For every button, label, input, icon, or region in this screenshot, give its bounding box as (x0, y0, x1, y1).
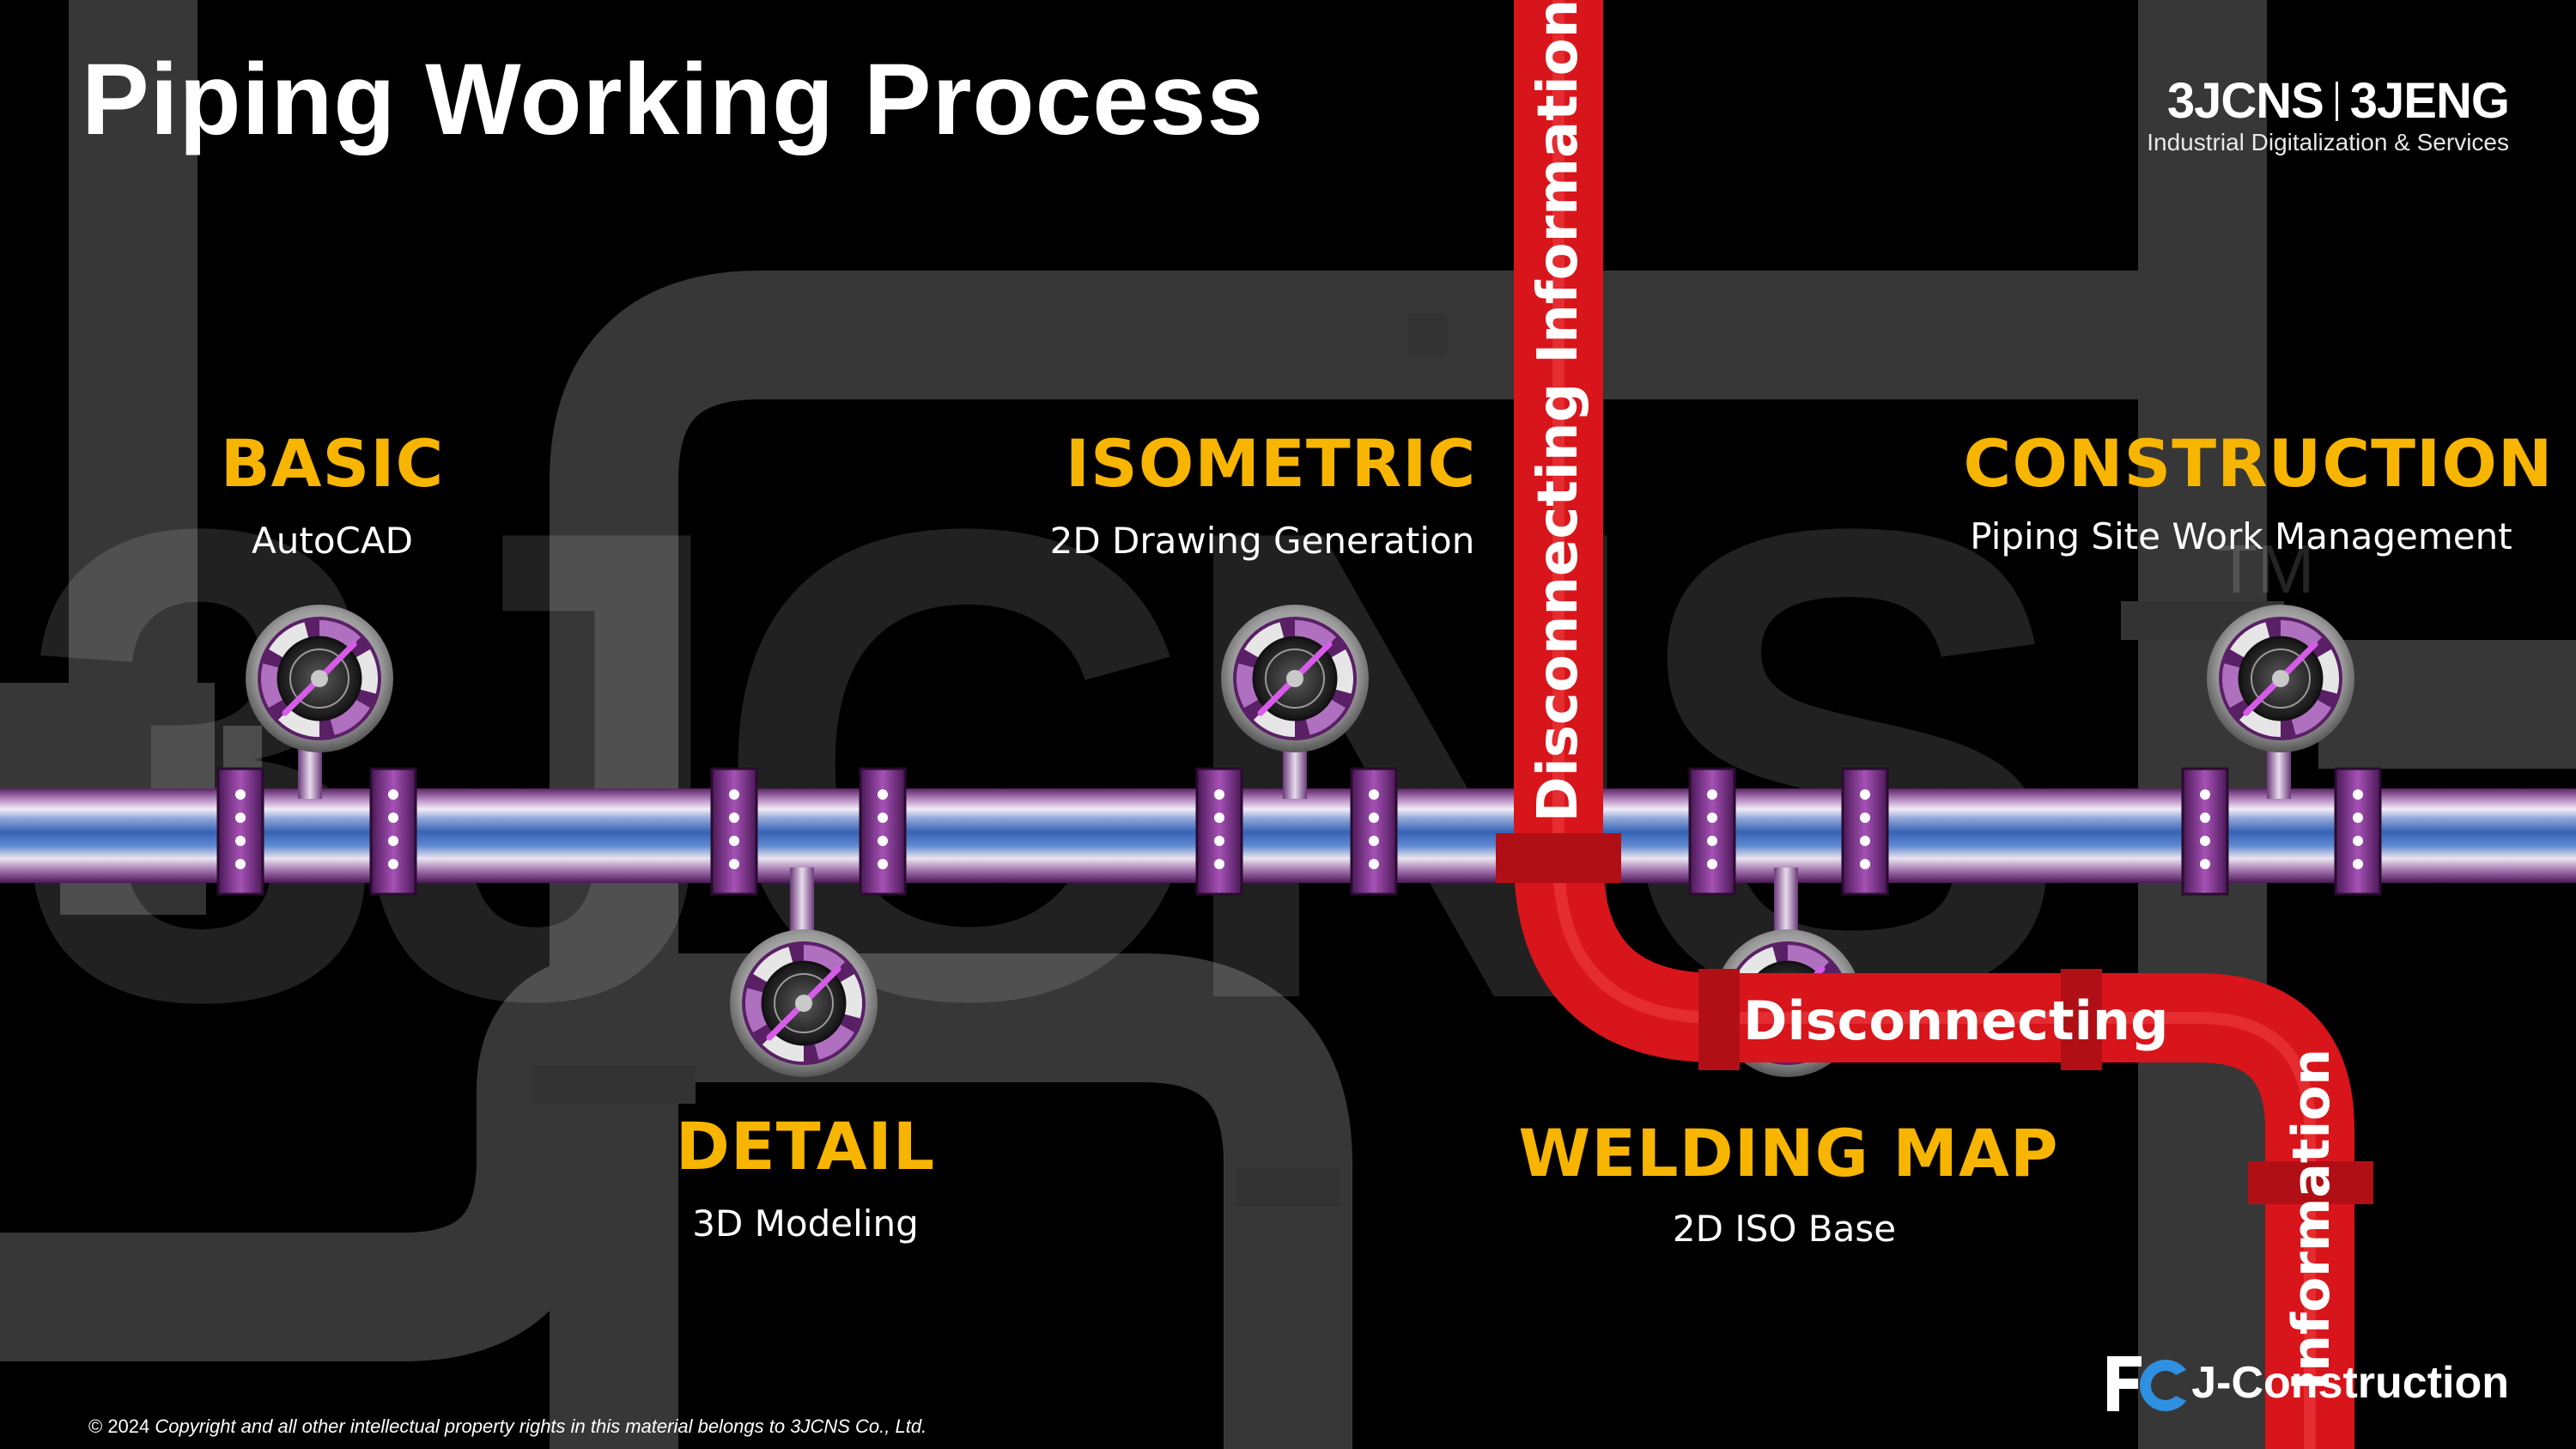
flange-icon (2181, 767, 2229, 896)
flange-icon (216, 767, 264, 896)
main-pipe (0, 788, 2576, 883)
stage-subtitle-construction: Piping Site Work Management (1970, 515, 2512, 557)
flange-icon (369, 767, 417, 896)
stage-subtitle-welding-map: 2D ISO Base (1672, 1208, 1897, 1250)
stage-subtitle-isometric: 2D Drawing Generation (1049, 520, 1475, 562)
stage-title-basic: BASIC (220, 425, 445, 502)
red-disconnect-pipe (1496, 0, 2373, 1449)
pressure-gauge-icon (246, 605, 393, 752)
brand-logo: 3JCNS 3JENG (2166, 72, 2510, 130)
red-pipe-lower-label: Information (2281, 1048, 2342, 1391)
pressure-gauge-icon (2207, 605, 2354, 752)
flange-icon (2334, 767, 2382, 896)
flange-icon (1688, 767, 1736, 896)
stage-title-construction: CONSTRUCTION (1963, 425, 2554, 502)
page-title: Piping Working Process (82, 43, 1265, 156)
red-pipe-vertical-label: Disconnecting Information (1527, 0, 1590, 823)
copyright-mark: © 2024 (88, 1416, 150, 1437)
footer-copyright: © 2024 Copyright and all other intellect… (88, 1416, 927, 1438)
stage-title-isometric: ISOMETRIC (1065, 425, 1477, 502)
copyright-text: Copyright and all other intellectual pro… (155, 1416, 927, 1437)
flange-icon (710, 767, 758, 896)
red-flange-top (1496, 833, 1621, 883)
product-name: J-Construction (2191, 1358, 2509, 1408)
flange-icon (1841, 767, 1889, 896)
fc-logo-icon (2107, 1356, 2186, 1411)
brand-separator (2335, 82, 2338, 121)
red-flange-middle (1698, 969, 1740, 1070)
flange-icon (1350, 767, 1398, 896)
stage-title-detail: DETAIL (675, 1108, 936, 1184)
pressure-gauge-icon (730, 929, 878, 1077)
brand-3jcns: 3JCNS (2166, 73, 2324, 129)
red-flange-right (2061, 969, 2102, 1070)
brand-tagline: Industrial Digitalization & Services (2147, 129, 2509, 155)
flanges (216, 767, 2382, 896)
red-flange-bottom (2248, 1161, 2373, 1204)
stage-title-welding-map: WELDING MAP (1518, 1115, 2059, 1191)
brand-3jeng: 3JENG (2349, 73, 2510, 129)
flange-icon (859, 767, 907, 896)
red-pipe-horizontal-label: Disconnecting (1743, 989, 2169, 1052)
stage-subtitle-basic: AutoCAD (252, 520, 413, 562)
flange-icon (1195, 767, 1243, 896)
watermark-tm: TM (2215, 531, 2315, 607)
stage-subtitle-detail: 3D Modeling (692, 1202, 919, 1245)
pressure-gauge-icon (1221, 605, 1369, 752)
